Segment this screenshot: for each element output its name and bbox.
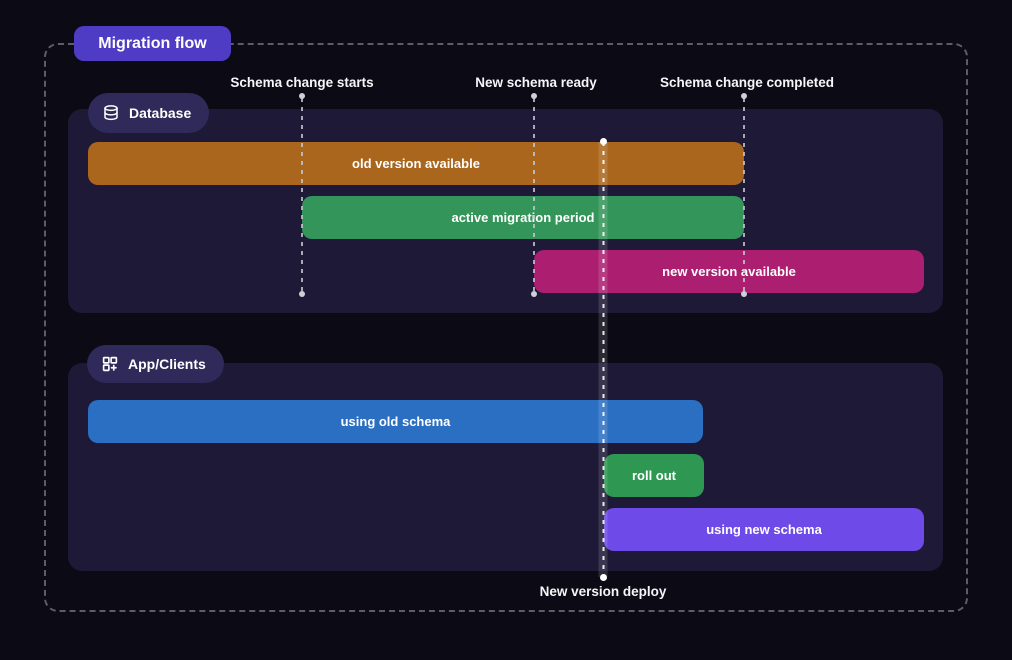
- milestone-dot: [741, 291, 747, 297]
- bar-active-migration-period: active migration period: [302, 196, 744, 239]
- milestone-dot: [299, 291, 305, 297]
- database-badge-label: Database: [129, 105, 192, 121]
- bar-roll-out: roll out: [604, 454, 704, 497]
- diagram-title-badge: Migration flow: [74, 26, 231, 61]
- milestone-dot: [299, 93, 305, 99]
- milestone-label-schema-change-completed: Schema change completed: [659, 75, 835, 90]
- diagram-frame: [44, 43, 968, 612]
- milestone-label-new-schema-ready: New schema ready: [475, 75, 597, 90]
- milestone-line-schema-change-completed: [741, 93, 747, 297]
- bar-new-version-available: new version available: [534, 250, 924, 293]
- deploy-marker-line: [598, 138, 608, 581]
- milestone-dot: [531, 291, 537, 297]
- bar-using-new-schema: using new schema: [604, 508, 924, 551]
- database-badge: Database: [88, 93, 210, 133]
- bar-using-old-schema: using old schema: [88, 400, 703, 443]
- milestone-dot: [741, 93, 747, 99]
- milestone-dot: [531, 93, 537, 99]
- grid-plus-icon: [101, 355, 119, 373]
- deploy-dot: [599, 138, 607, 145]
- deploy-dashed-line: [602, 142, 604, 577]
- milestone-line-schema-change-starts: [299, 93, 305, 297]
- deploy-marker-label: New version deploy: [539, 584, 667, 599]
- database-icon: [102, 104, 120, 122]
- bar-old-version-available: old version available: [88, 142, 744, 185]
- deploy-dot: [599, 574, 607, 581]
- milestone-label-schema-change-starts: Schema change starts: [230, 75, 374, 90]
- milestone-line-new-schema-ready: [531, 93, 537, 297]
- app-clients-badge-label: App/Clients: [128, 356, 206, 372]
- app-clients-badge: App/Clients: [87, 345, 224, 383]
